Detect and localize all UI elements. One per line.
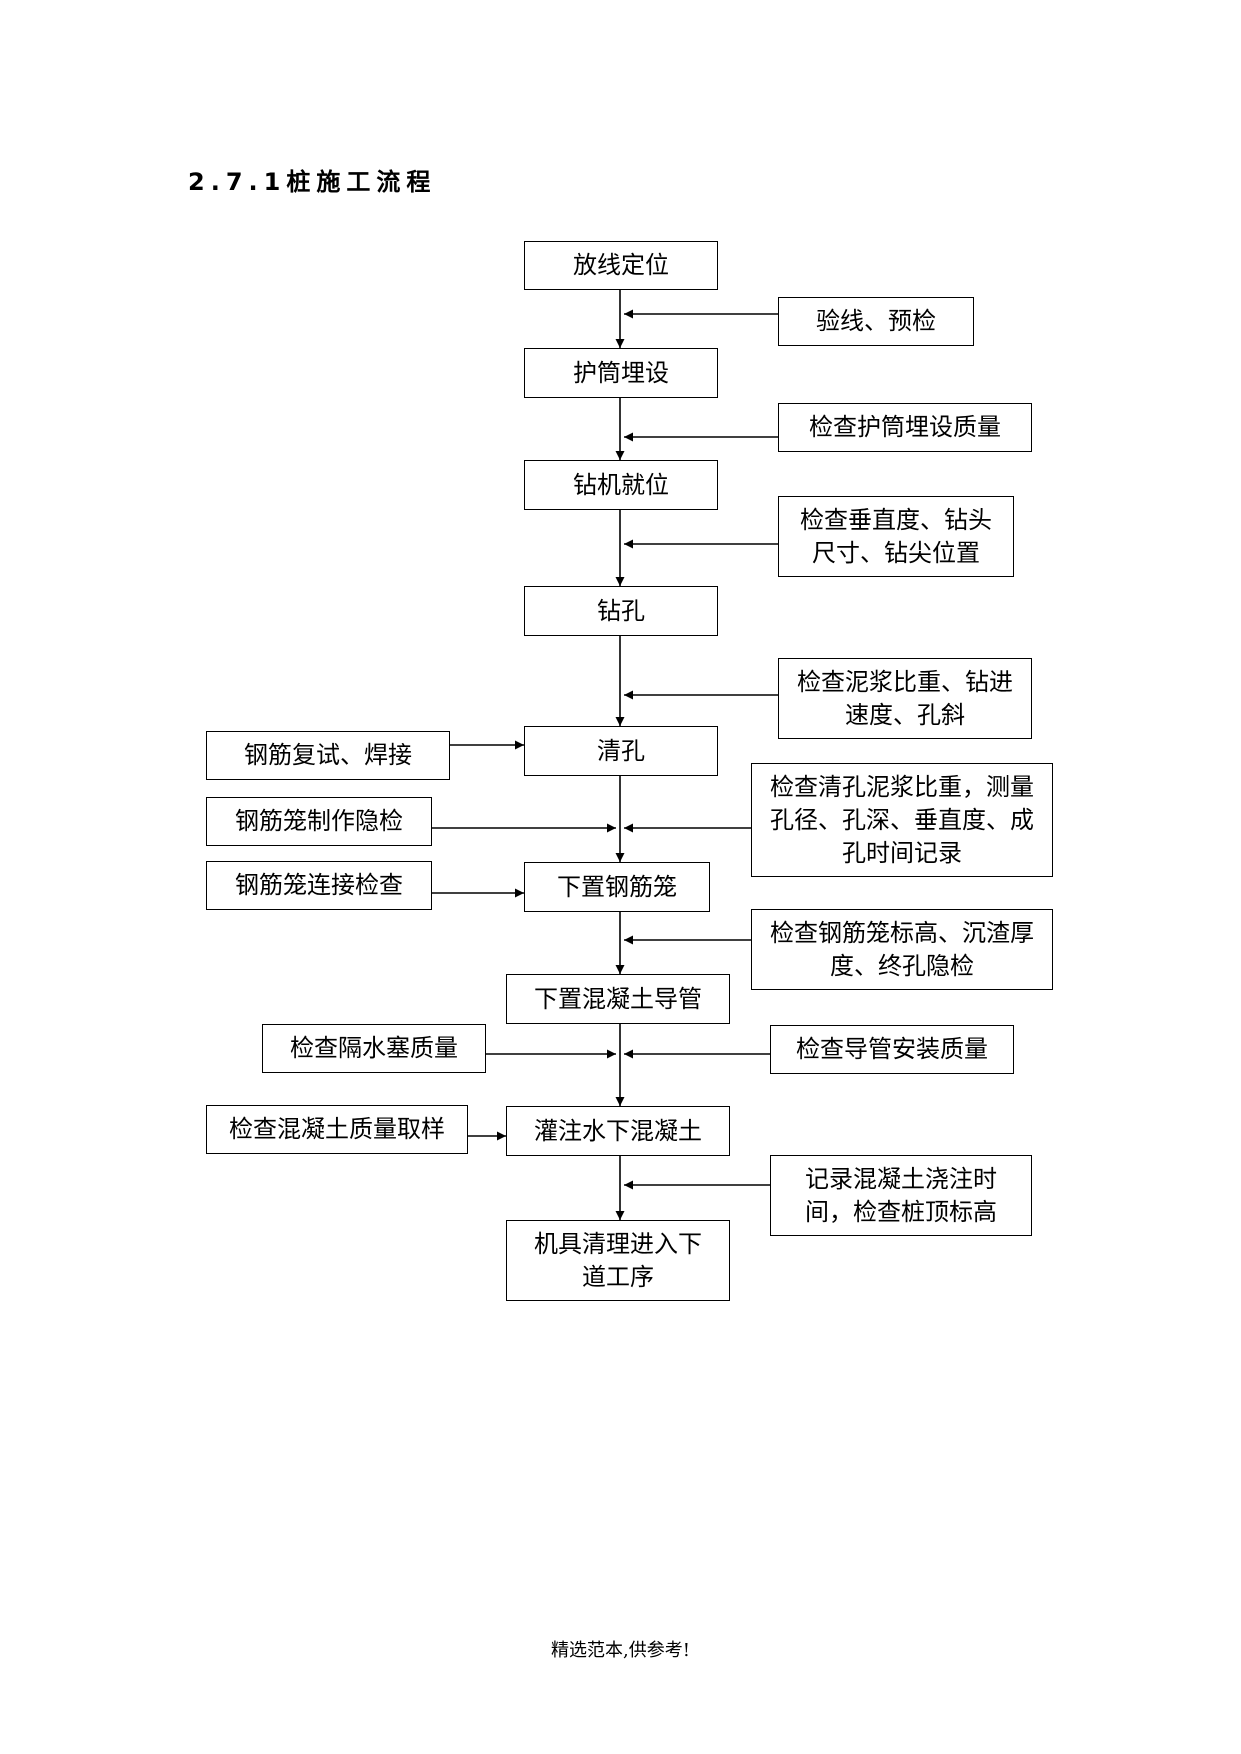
step-box-s4: 钻孔	[524, 586, 718, 636]
check-box-r8: 记录混凝土浇注时间，检查桩顶标高	[770, 1155, 1032, 1236]
step-box-s1: 放线定位	[524, 241, 718, 290]
check-box-l3: 钢筋笼连接检查	[206, 861, 432, 910]
check-box-l4: 检查隔水塞质量	[262, 1024, 486, 1073]
page-footer: 精选范本,供参考!	[551, 1640, 690, 1661]
check-box-r5: 检查清孔泥浆比重，测量孔径、孔深、垂直度、成孔时间记录	[751, 763, 1053, 877]
check-box-r1: 验线、预检	[778, 297, 974, 346]
check-box-r3: 检查垂直度、钻头尺寸、钻尖位置	[778, 496, 1014, 577]
check-box-r4: 检查泥浆比重、钻进速度、孔斜	[778, 658, 1032, 739]
step-box-s7: 下置混凝土导管	[506, 974, 730, 1024]
step-box-s8: 灌注水下混凝土	[506, 1106, 730, 1156]
step-box-s9: 机具清理进入下道工序	[506, 1220, 730, 1301]
check-box-l2: 钢筋笼制作隐检	[206, 797, 432, 846]
step-box-s5: 清孔	[524, 726, 718, 776]
step-box-s6: 下置钢筋笼	[524, 862, 710, 912]
check-box-r2: 检查护筒埋设质量	[778, 403, 1032, 452]
section-heading: 2.7.1桩施工流程	[188, 168, 437, 196]
check-box-r6: 检查钢筋笼标高、沉渣厚度、终孔隐检	[751, 909, 1053, 990]
check-box-r7: 检查导管安装质量	[770, 1025, 1014, 1074]
check-box-l1: 钢筋复试、焊接	[206, 731, 450, 780]
check-box-l5: 检查混凝土质量取样	[206, 1105, 468, 1154]
step-box-s2: 护筒埋设	[524, 348, 718, 398]
step-box-s3: 钻机就位	[524, 460, 718, 510]
